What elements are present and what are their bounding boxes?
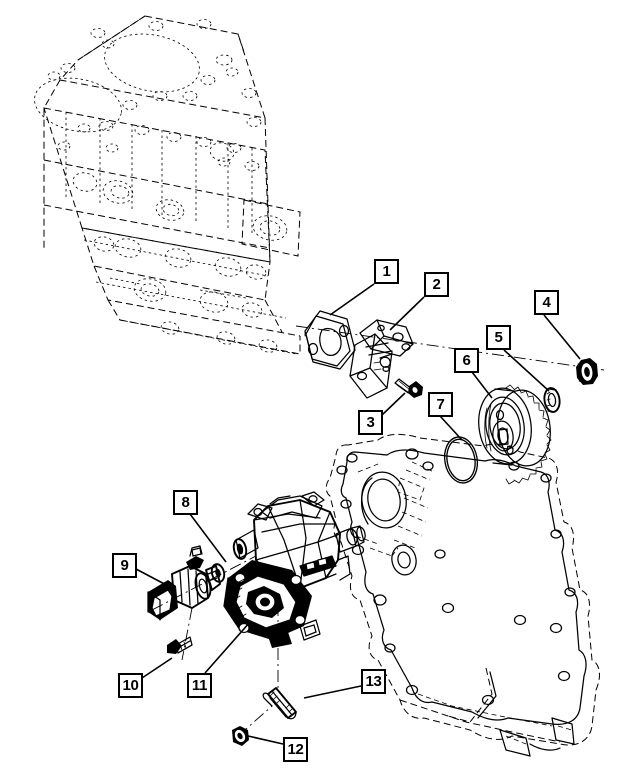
- callout-box-10[interactable]: 10: [118, 673, 143, 698]
- callout-box-9[interactable]: 9: [112, 553, 137, 578]
- leader-5: [503, 349, 550, 392]
- drive-gear-retaining-nut: [576, 358, 598, 385]
- fuel-injection-pump: [223, 491, 366, 648]
- actuator-retaining-screw: [167, 636, 193, 654]
- callout-box-12[interactable]: 12: [283, 737, 308, 762]
- pump-mounting-stud: [262, 687, 297, 720]
- callout-leader-lines: [135, 283, 581, 745]
- leader-6: [471, 371, 493, 399]
- callout-box-11[interactable]: 11: [187, 673, 212, 698]
- callout-box-6[interactable]: 6: [454, 348, 479, 373]
- leader-11: [204, 621, 251, 674]
- callout-box-7[interactable]: 7: [428, 392, 453, 417]
- callout-box-2[interactable]: 2: [424, 272, 449, 297]
- actuator-centerline: [151, 555, 257, 661]
- leader-1: [329, 283, 375, 316]
- leader-10: [141, 657, 173, 679]
- injection-pump-support-bracket: [349, 319, 414, 399]
- pump-drive-o-ring-seal: [443, 436, 479, 484]
- leader-9: [135, 568, 173, 589]
- injection-pump-gasket: [304, 310, 356, 370]
- callout-box-1[interactable]: 1: [374, 259, 399, 284]
- leader-2: [389, 296, 425, 331]
- leader-4: [543, 314, 581, 360]
- leader-3: [381, 392, 406, 416]
- leader-7: [439, 415, 463, 441]
- callout-box-4[interactable]: 4: [534, 290, 559, 315]
- leader-13: [303, 685, 362, 699]
- callout-box-5[interactable]: 5: [486, 325, 511, 350]
- fuel-control-actuator: [147, 545, 221, 621]
- callout-box-13[interactable]: 13: [361, 669, 386, 694]
- leader-8: [189, 513, 227, 563]
- pump-drive-centerline: [295, 325, 605, 371]
- callout-box-3[interactable]: 3: [358, 410, 383, 435]
- pump-stud-nut: [232, 726, 249, 746]
- leader-12: [247, 735, 284, 745]
- bracket-mounting-bolt: [394, 378, 423, 398]
- engine-cylinder-block: [34, 15, 301, 355]
- callout-box-8[interactable]: 8: [173, 490, 198, 515]
- drive-gear-washer: [543, 387, 561, 413]
- injection-pump-drive-gear: [478, 384, 552, 485]
